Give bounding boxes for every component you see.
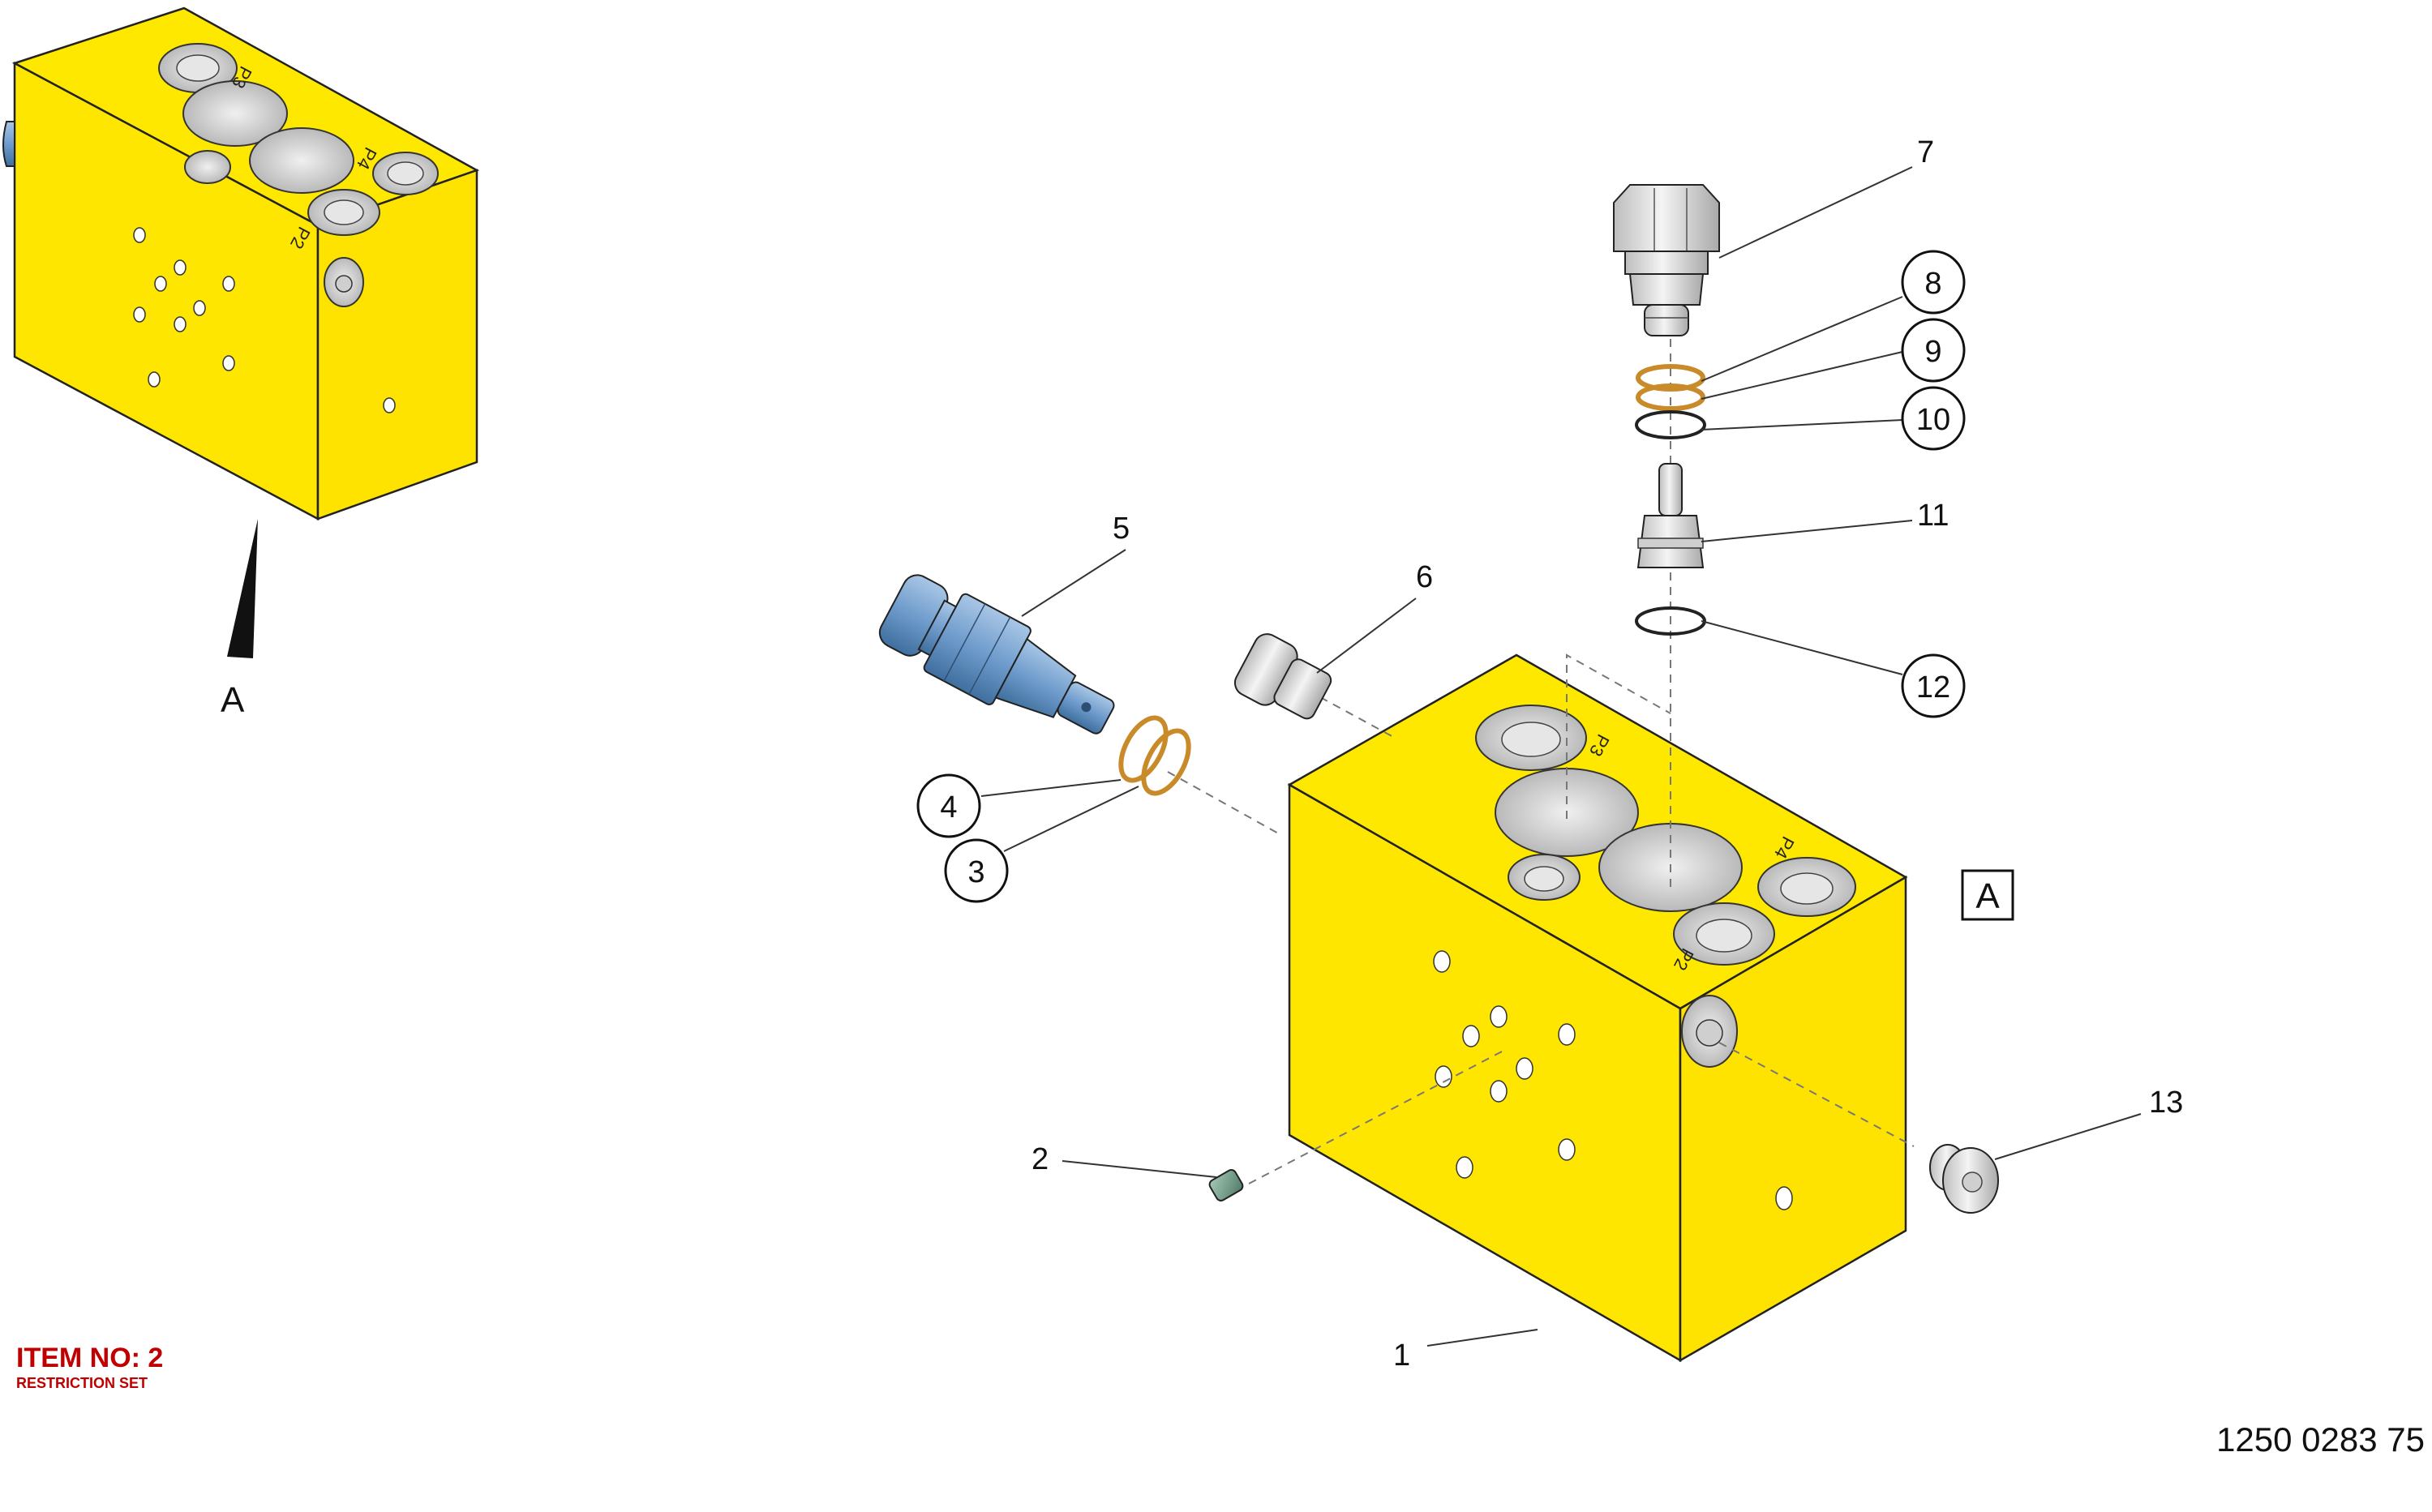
item-number-label: ITEM NO: 2 <box>16 1343 163 1373</box>
document-number: 1250 0283 75 <box>2216 1420 2425 1458</box>
view-a-side-plug-hex <box>335 275 353 293</box>
callout-1: 1 <box>1393 1339 1410 1373</box>
view-a-port-p2-inner <box>324 199 364 225</box>
callout-6: 6 <box>1416 560 1433 594</box>
part-11-poppet <box>1636 463 1705 568</box>
part-7-cartridge-cap <box>1613 184 1720 336</box>
part-12-o-ring <box>1635 606 1706 636</box>
part-3-backup-ring <box>1141 728 1191 796</box>
callout-8-circle <box>1901 250 1966 315</box>
view-a-port-p4-inner <box>387 161 424 186</box>
view-a-cavity-large-1 <box>182 80 288 147</box>
part-4-backup-ring <box>1118 715 1169 783</box>
callout-11: 11 <box>1917 499 1949 533</box>
part-6-plug <box>1233 633 1332 720</box>
callout-10-circle <box>1901 386 1966 451</box>
main-side-hole <box>1775 1186 1793 1210</box>
callout-3: 3 <box>967 855 984 889</box>
view-a-box-label: A <box>1975 876 2000 916</box>
main-small-bore-inner <box>1524 866 1564 892</box>
main-block-side <box>1679 875 1907 1363</box>
part-2-set-screw <box>1208 1169 1244 1201</box>
part-9-backup-ring <box>1636 383 1705 411</box>
view-a-cavity-large-2 <box>249 127 354 194</box>
view-a-cartridge-stub <box>2 121 15 167</box>
callout-8: 8 <box>1924 267 1941 301</box>
assembly-center-lines <box>1167 339 1915 1184</box>
part-5-blue-cartridge <box>878 574 1115 735</box>
part-10-o-ring <box>1635 410 1706 439</box>
main-valve-block: P3 P4 P2 <box>1287 653 1908 1363</box>
main-front-holes <box>1433 950 1576 1179</box>
callout-9: 9 <box>1924 335 1941 369</box>
callout-4-circle <box>916 773 981 838</box>
main-port-p4-inner <box>1780 872 1834 905</box>
view-a-block: P3 P4 P2 <box>2 6 480 521</box>
view-a-small-bore <box>184 150 231 184</box>
callout-13: 13 <box>2149 1086 2183 1120</box>
callout-9-circle <box>1901 318 1966 383</box>
callout-5: 5 <box>1113 512 1130 546</box>
callout-10: 10 <box>1916 403 1950 437</box>
main-port-p2-inner <box>1696 919 1752 953</box>
main-side-port-inner <box>1696 1019 1723 1047</box>
callout-4: 4 <box>940 790 957 825</box>
callout-7: 7 <box>1917 135 1934 169</box>
view-a-side-hole <box>383 397 396 413</box>
part-13-plug <box>1929 1144 1999 1214</box>
view-a-arrow-label: A <box>221 680 245 720</box>
view-a-pointer-arrow <box>227 519 258 658</box>
view-a-reference-box <box>1961 869 2014 921</box>
view-a-front-holes <box>133 227 235 388</box>
callout-12: 12 <box>1916 670 1950 705</box>
callout-3-circle <box>944 838 1009 903</box>
part-8-backup-ring <box>1636 364 1705 392</box>
main-port-p3-inner <box>1501 722 1561 757</box>
callout-2: 2 <box>1032 1142 1049 1176</box>
callout-12-circle <box>1901 653 1966 718</box>
item-description-label: RESTRICTION SET <box>16 1375 148 1391</box>
leader-lines <box>980 166 2142 1347</box>
view-a-port-p3-inner <box>176 54 220 82</box>
